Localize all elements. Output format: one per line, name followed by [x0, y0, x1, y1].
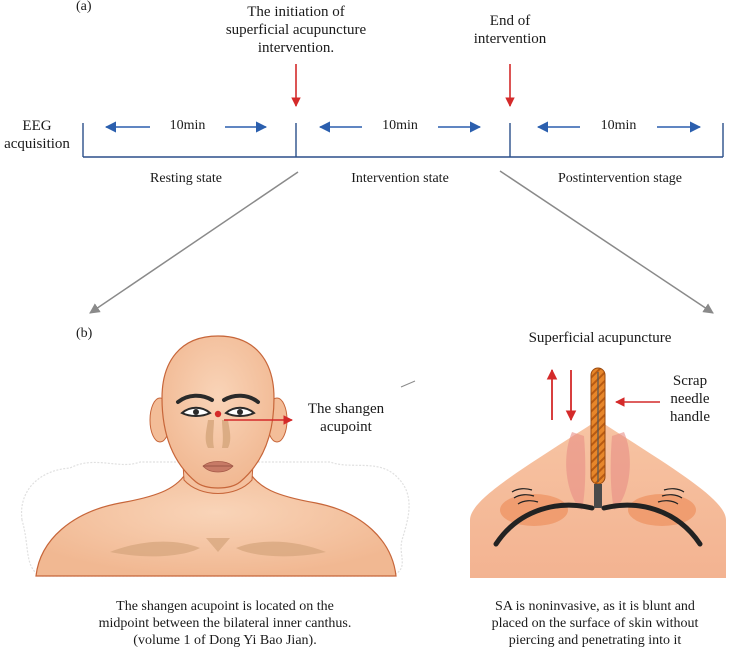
panel-a-label: (a) — [76, 0, 92, 14]
collarbone-right — [236, 541, 326, 557]
brow-arc-right — [601, 502, 703, 547]
eyebrow-left — [176, 393, 214, 404]
connector-arrow-right — [499, 170, 714, 314]
initiation-line-3: intervention. — [257, 40, 335, 56]
caption-left-line-3: (volume 1 of Dong Yi Bao Jian). — [133, 633, 317, 648]
nose-highlight-right — [610, 432, 630, 510]
divider-mark — [400, 380, 416, 388]
end-line-1: End of — [489, 13, 531, 29]
lashes-right — [657, 488, 685, 505]
duration-label-2: 10min — [382, 118, 418, 133]
pupil-left — [193, 409, 199, 415]
eeg-line-2: acquisition — [4, 136, 70, 152]
end-line-2: intervention — [473, 31, 547, 47]
initiation-line-1: The initiation of — [247, 4, 345, 20]
caption-right-line-1: SA is noninvasive, as it is blunt and — [495, 599, 695, 614]
end-label: End of intervention — [450, 12, 570, 48]
shangen-line-2: acupoint — [320, 419, 372, 435]
shangen-acupoint-dot — [214, 410, 222, 418]
nose-shadow-left — [205, 420, 214, 448]
face-illustration — [20, 335, 410, 577]
nose-shadow-right — [222, 420, 231, 448]
caption-left-line-2: midpoint between the bilateral inner can… — [98, 616, 352, 631]
caption-right: SA is noninvasive, as it is blunt and pl… — [455, 598, 731, 649]
panel-b-label: (b) — [76, 326, 93, 341]
caption-right-line-3: piercing and penetrating into it — [508, 633, 682, 648]
caption-left: The shangen acupoint is located on the m… — [60, 598, 390, 649]
pupil-right — [237, 409, 243, 415]
caption-right-line-2: placed on the surface of skin without — [491, 616, 699, 631]
eeg-line-1: EEG — [22, 118, 52, 134]
scrap-needle — [590, 367, 606, 508]
sternal-notch — [206, 538, 230, 552]
caption-left-line-1: The shangen acupoint is located on the — [116, 599, 334, 614]
stage-label-intervention: Intervention state — [351, 171, 449, 186]
nose-highlight-left — [566, 432, 586, 510]
duration-label-3: 10min — [600, 118, 637, 133]
stage-label-postintervention: Postintervention stage — [557, 171, 683, 186]
lashes-left — [511, 488, 539, 505]
needle-core — [597, 372, 599, 482]
shangen-line-1: The shangen — [307, 401, 385, 417]
brow-arc-left — [493, 502, 595, 547]
scrap-needle-handle-label: Scrap needle handle — [656, 372, 724, 426]
superficial-acupuncture-title: Superficial acupuncture — [528, 330, 672, 346]
connector-arrow-left — [89, 171, 299, 314]
eyebrow-right — [222, 393, 260, 404]
timeline — [82, 123, 724, 158]
eeg-label: EEG acquisition — [0, 117, 76, 153]
needle-shaft — [594, 484, 602, 508]
shangen-acupoint-label: The shangen acupoint — [290, 400, 402, 436]
initiation-line-2: superficial acupuncture — [225, 22, 367, 38]
needle-label-line-3: handle — [670, 409, 710, 425]
duration-label-1: 10min — [169, 118, 206, 133]
needle-label-line-2: needle — [670, 391, 710, 407]
initiation-label: The initiation of superficial acupunctur… — [196, 3, 396, 57]
stage-label-resting: Resting state — [150, 171, 222, 186]
collarbone-left — [110, 541, 200, 557]
needle-label-line-1: Scrap — [672, 373, 708, 389]
